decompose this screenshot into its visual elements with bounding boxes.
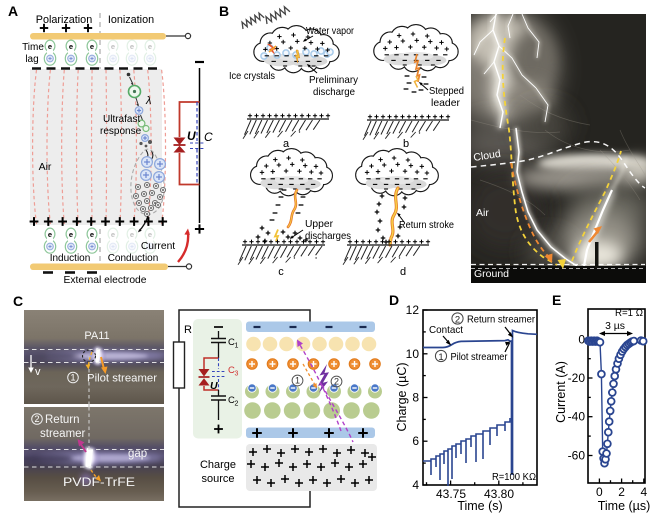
svg-text:Return streamer: Return streamer xyxy=(467,314,535,326)
svg-text:streamer: streamer xyxy=(40,428,86,440)
svg-text:R=1 Ω: R=1 Ω xyxy=(615,307,643,319)
svg-text:Preliminary: Preliminary xyxy=(309,74,359,86)
svg-text:Current: Current xyxy=(141,241,175,252)
svg-text:source: source xyxy=(201,473,234,485)
svg-text:e: e xyxy=(130,230,134,239)
svg-text:Stepped: Stepped xyxy=(429,85,464,97)
svg-text:b: b xyxy=(403,138,409,150)
svg-text:4: 4 xyxy=(412,478,419,492)
svg-text:Ice crystals: Ice crystals xyxy=(229,70,275,82)
svg-text:response: response xyxy=(100,126,142,137)
svg-text:8: 8 xyxy=(412,391,419,405)
svg-text:e: e xyxy=(69,230,73,239)
svg-text:43.80: 43.80 xyxy=(484,487,514,501)
svg-text:1: 1 xyxy=(295,376,300,386)
svg-text:C: C xyxy=(204,130,213,144)
svg-text:v: v xyxy=(35,366,41,378)
svg-text:e: e xyxy=(111,42,115,51)
svg-text:-40: -40 xyxy=(568,410,586,424)
svg-text:U: U xyxy=(210,380,218,392)
svg-text:e: e xyxy=(48,230,52,239)
svg-text:Water vapor: Water vapor xyxy=(306,25,354,37)
svg-text:e: e xyxy=(130,42,134,51)
svg-text:43.75: 43.75 xyxy=(436,487,466,501)
svg-text:discharge: discharge xyxy=(313,86,355,98)
svg-text:Induction: Induction xyxy=(50,253,91,264)
svg-text:e: e xyxy=(90,42,94,51)
svg-text:Current (A): Current (A) xyxy=(554,361,568,423)
svg-text:Ultrafast: Ultrafast xyxy=(103,114,140,125)
svg-text:3: 3 xyxy=(235,371,239,378)
svg-text:Upper: Upper xyxy=(305,218,333,230)
svg-text:Ionization: Ionization xyxy=(108,14,154,26)
svg-text:2: 2 xyxy=(235,401,239,408)
svg-text:Contact: Contact xyxy=(429,324,463,336)
svg-text:2: 2 xyxy=(34,414,39,424)
svg-text:Conduction: Conduction xyxy=(108,253,159,264)
svg-text:Air: Air xyxy=(39,161,52,173)
svg-text:Time (µs): Time (µs) xyxy=(598,499,651,513)
svg-text:0: 0 xyxy=(578,332,585,346)
svg-text:6: 6 xyxy=(412,434,419,448)
svg-text:c: c xyxy=(278,266,284,278)
svg-text:U: U xyxy=(187,129,196,143)
svg-text:discharges: discharges xyxy=(305,230,351,242)
svg-text:12: 12 xyxy=(406,303,420,317)
svg-text:2: 2 xyxy=(618,485,625,499)
svg-text:1: 1 xyxy=(70,373,75,383)
svg-text:Cloud: Cloud xyxy=(473,148,502,164)
svg-text:Ground: Ground xyxy=(474,268,509,280)
svg-text:10: 10 xyxy=(406,347,420,361)
svg-text:e: e xyxy=(48,42,52,51)
svg-text:e: e xyxy=(148,42,152,51)
svg-text:2: 2 xyxy=(455,314,460,325)
svg-text:λ: λ xyxy=(145,95,151,107)
svg-text:2: 2 xyxy=(334,377,339,387)
svg-text:-20: -20 xyxy=(568,371,586,385)
svg-text:1: 1 xyxy=(438,352,443,363)
svg-text:e: e xyxy=(111,230,115,239)
svg-text:Time (s): Time (s) xyxy=(457,499,502,513)
svg-text:A: A xyxy=(8,3,18,19)
svg-text:4: 4 xyxy=(640,485,647,499)
svg-text:1: 1 xyxy=(235,343,239,350)
svg-text:Return: Return xyxy=(45,414,80,426)
svg-text:e: e xyxy=(90,230,94,239)
svg-text:gap: gap xyxy=(128,448,147,460)
svg-text:C: C xyxy=(228,337,235,348)
svg-text:lag: lag xyxy=(25,54,38,65)
svg-text:Polarization: Polarization xyxy=(36,14,92,26)
svg-text:PA11: PA11 xyxy=(84,330,109,342)
svg-text:Air: Air xyxy=(476,207,489,219)
svg-text:-60: -60 xyxy=(568,449,586,463)
svg-text:a: a xyxy=(283,138,290,150)
svg-text:Pilot streamer: Pilot streamer xyxy=(451,351,508,363)
svg-text:Charge: Charge xyxy=(200,459,236,471)
svg-text:External electrode: External electrode xyxy=(64,275,147,286)
svg-text:C: C xyxy=(228,395,235,406)
svg-text:3 µs: 3 µs xyxy=(605,321,625,332)
svg-text:B: B xyxy=(219,3,229,19)
svg-text:C: C xyxy=(228,365,235,376)
svg-text:leader: leader xyxy=(431,97,460,109)
svg-text:Time: Time xyxy=(22,42,44,53)
svg-text:D: D xyxy=(389,292,399,308)
svg-text:d: d xyxy=(400,266,406,278)
svg-text:PVDF-TrFE: PVDF-TrFE xyxy=(63,477,135,489)
svg-text:e: e xyxy=(69,42,73,51)
svg-text:Return stroke: Return stroke xyxy=(399,219,454,231)
svg-text:E: E xyxy=(552,292,561,308)
svg-text:e: e xyxy=(148,230,152,239)
svg-text:Pilot streamer: Pilot streamer xyxy=(87,373,157,385)
svg-text:R=100 KΩ: R=100 KΩ xyxy=(492,471,536,483)
svg-text:R: R xyxy=(184,324,192,336)
svg-text:0: 0 xyxy=(596,485,603,499)
svg-text:Charge (µC): Charge (µC) xyxy=(395,362,409,431)
svg-text:C: C xyxy=(13,293,23,309)
